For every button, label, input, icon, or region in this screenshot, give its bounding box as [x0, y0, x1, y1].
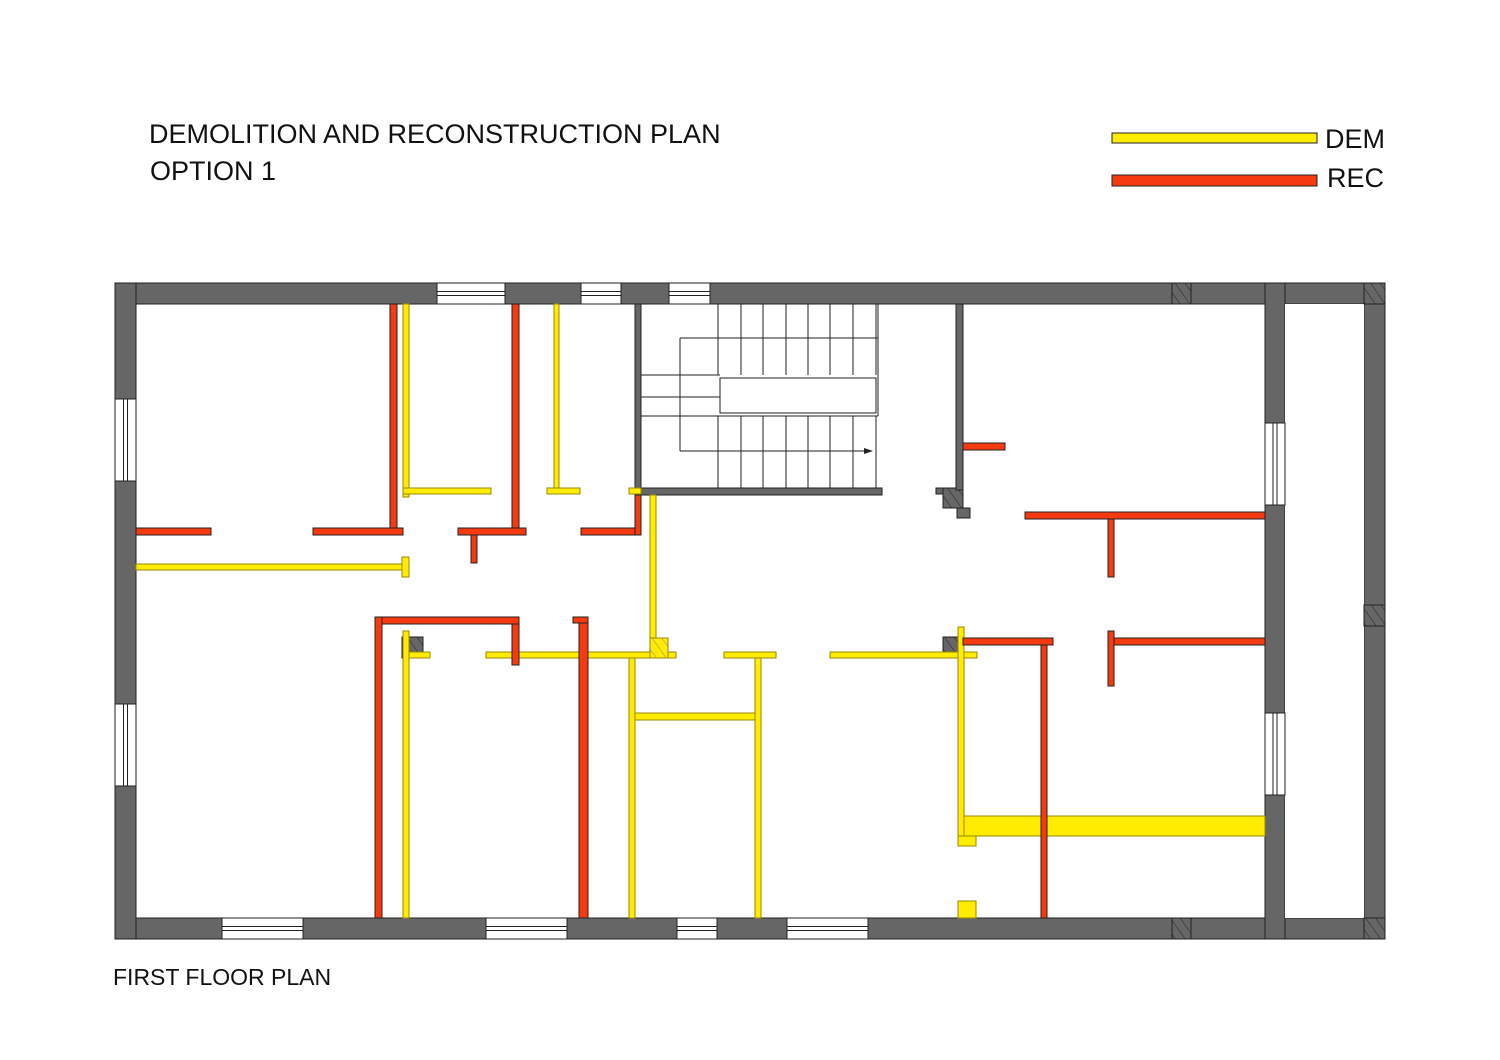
- reconstruction-wall: [578, 616, 589, 919]
- plan-title: DEMOLITION AND RECONSTRUCTION PLAN: [149, 119, 721, 149]
- window-top: [436, 282, 506, 305]
- exterior-wall-left: [114, 282, 137, 940]
- reconstruction-wall: [1113, 637, 1266, 646]
- legend-dem-swatch: [1111, 132, 1318, 144]
- reconstruction-wall: [511, 303, 520, 533]
- stair-arrow-icon: [864, 448, 873, 454]
- demolition-wall: [957, 900, 977, 919]
- window-left: [114, 398, 137, 482]
- interior-wall: [955, 303, 964, 491]
- demolition-wall: [546, 487, 581, 495]
- demolition-wall: [402, 630, 410, 919]
- demolition-wall: [957, 835, 977, 847]
- interior-wall: [935, 487, 944, 495]
- reconstruction-wall: [374, 616, 520, 625]
- window-right: [1264, 712, 1286, 796]
- reconstruction-wall: [457, 527, 527, 536]
- demolition-wall: [401, 556, 410, 578]
- demolition-wall: [408, 651, 431, 659]
- structural-column: [942, 487, 964, 509]
- demolition-wall: [649, 494, 657, 656]
- demolition-wall: [723, 651, 777, 659]
- stair-wall: [634, 303, 642, 496]
- reconstruction-wall: [511, 623, 520, 666]
- reconstruction-wall: [634, 494, 642, 536]
- demolition-wall: [754, 657, 762, 919]
- reconstruction-wall: [1107, 518, 1115, 578]
- legend-dem-label: DEM: [1325, 124, 1385, 154]
- window-bottom: [221, 917, 304, 940]
- demolition-wall: [628, 487, 642, 495]
- window-top: [580, 282, 622, 305]
- exterior-wall-right: [1264, 282, 1286, 940]
- structural-column: [1363, 917, 1386, 940]
- demolition-wall: [402, 487, 492, 495]
- reconstruction-wall: [374, 616, 383, 919]
- reconstruction-wall: [389, 303, 398, 533]
- legend-rec-swatch: [1111, 174, 1318, 187]
- reconstruction-wall: [572, 616, 589, 624]
- interior-wall: [956, 507, 971, 519]
- reconstruction-wall: [1024, 511, 1266, 520]
- window-bottom: [786, 917, 869, 940]
- demolition-wall: [957, 626, 965, 846]
- stair-well: [719, 377, 877, 414]
- demolition-wall: [553, 303, 560, 491]
- reconstruction-wall: [312, 527, 404, 536]
- reconstruction-wall: [1107, 630, 1115, 687]
- demolition-wall: [634, 712, 756, 721]
- floor-plan-label: FIRST FLOOR PLAN: [113, 964, 332, 990]
- demolition-column: [649, 637, 669, 659]
- structural-column: [1363, 604, 1386, 627]
- reconstruction-wall: [962, 637, 1054, 646]
- demolition-wall: [402, 303, 410, 498]
- window-bottom: [485, 917, 568, 940]
- reconstruction-wall: [580, 527, 642, 536]
- exterior-wall-top: [114, 282, 1386, 305]
- reconstruction-wall: [1040, 644, 1048, 919]
- reconstruction-wall: [470, 534, 478, 564]
- exterior-wall-bottom: [114, 917, 1386, 940]
- reconstruction-wall: [962, 442, 1006, 451]
- window-right: [1264, 422, 1286, 506]
- legend-rec-label: REC: [1327, 163, 1385, 193]
- structural-column: [1171, 282, 1192, 305]
- window-left: [114, 703, 137, 787]
- reconstruction-wall: [135, 527, 212, 536]
- annex-space: [1285, 304, 1364, 918]
- stair-wall: [634, 487, 883, 496]
- demolition-wall: [963, 815, 1266, 837]
- demolition-wall: [829, 651, 978, 659]
- window-top: [668, 282, 711, 305]
- demolition-wall: [628, 657, 636, 919]
- window-bottom: [676, 917, 718, 940]
- structural-column: [1171, 917, 1192, 940]
- structural-column: [1363, 282, 1386, 305]
- plan-option: OPTION 1: [150, 156, 277, 186]
- demolition-wall: [135, 563, 410, 571]
